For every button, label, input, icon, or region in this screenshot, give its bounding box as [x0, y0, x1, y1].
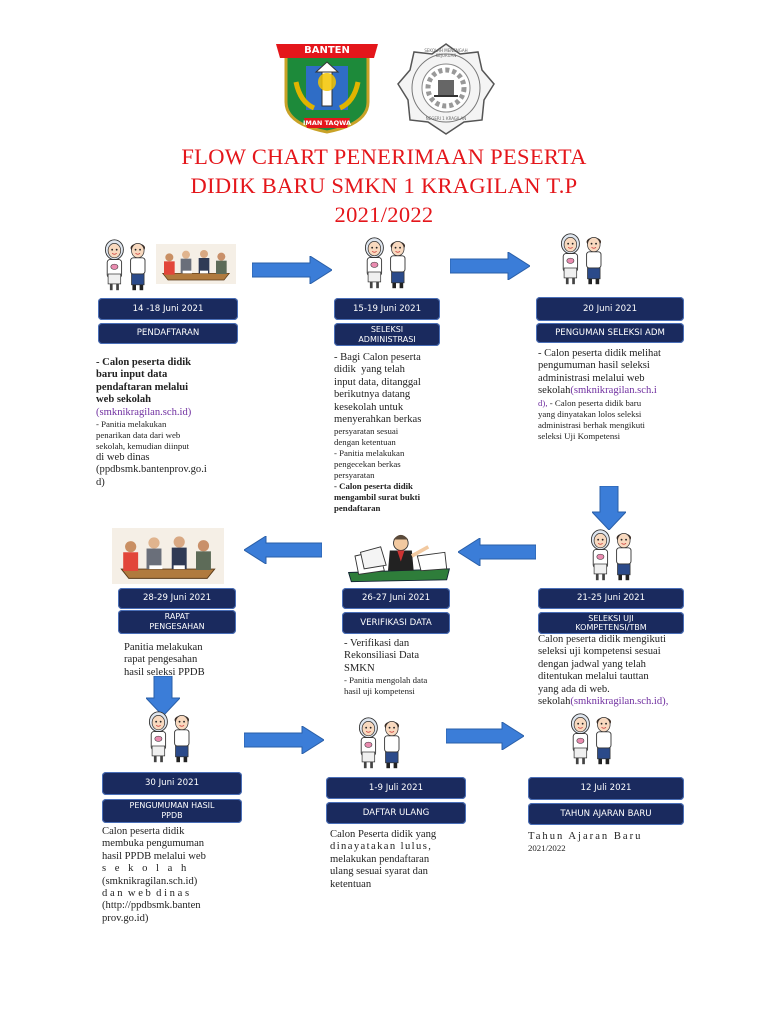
students-illustration	[566, 712, 620, 766]
step-9-date: 12 Juli 2021	[528, 777, 684, 800]
step-5-label: VERIFIKASI DATA	[342, 612, 450, 634]
step-9-label: TAHUN AJARAN BARU	[528, 803, 684, 825]
step-3-date: 20 Juni 2021	[536, 297, 684, 321]
arrow-down-icon	[592, 486, 626, 530]
step-2-date: 15-19 Juni 2021	[334, 298, 440, 320]
students-illustration	[100, 238, 154, 292]
step-5-description: - Verifikasi dan Rekonsiliasi Data SMKN …	[344, 638, 428, 697]
step-3-label: PENGUMAN SELEKSI ADM	[536, 323, 684, 343]
arrow-left-icon	[244, 536, 322, 564]
desk-illustration	[344, 528, 454, 584]
students-illustration	[360, 236, 414, 290]
step-1-description: - Calon peserta didik baru input data pe…	[96, 357, 207, 488]
title-line-1: FLOW CHART PENERIMAAN PESERTA	[181, 144, 587, 169]
school-logo: SEKOLAH MENENGAH KEJURUAN NEGERI 1 KRAGI…	[396, 40, 496, 136]
step-1-date: 14 -18 Juni 2021	[98, 298, 238, 320]
step-9-description: Tahun Ajaran Baru 2021/2022	[528, 831, 643, 854]
step-8-description: Calon Peserta didik yang dinayatakan lul…	[330, 829, 437, 890]
title-line-3: 2021/2022	[334, 202, 434, 227]
arrow-right-icon	[252, 256, 332, 284]
students-illustration	[144, 710, 198, 764]
arrow-right-icon	[244, 726, 324, 754]
arrow-right-icon	[450, 252, 530, 280]
banten-banner-text: BANTEN	[304, 45, 350, 56]
step-8-date: 1-9 Juli 2021	[326, 777, 466, 799]
step-6-date: 28-29 Juni 2021	[118, 588, 236, 609]
arrow-left-icon	[458, 538, 536, 566]
school-bottom-text: NEGERI 1 KRAGILAN	[425, 116, 467, 121]
step-1-label: PENDAFTARAN	[98, 323, 238, 344]
meeting-illustration	[106, 528, 230, 584]
page-title: FLOW CHART PENERIMAAN PESERTA DIDIK BARU…	[0, 142, 768, 229]
step-3-description: - Calon peserta didik melihat pengumuman…	[538, 348, 661, 441]
step-5-date: 26-27 Juni 2021	[342, 588, 450, 609]
step-8-label: DAFTAR ULANG	[326, 802, 466, 824]
title-line-2: DIDIK BARU SMKN 1 KRAGILAN T.P	[190, 173, 578, 198]
step-4-date: 21-25 Juni 2021	[538, 588, 684, 609]
students-illustration	[586, 528, 640, 582]
step-2-description: - Bagi Calon peserta didik yang telah in…	[334, 352, 422, 514]
step-7-date: 30 Juni 2021	[102, 772, 242, 795]
students-illustration	[354, 716, 408, 770]
step-7-description: Calon peserta didik membuka pengumuman h…	[102, 826, 206, 924]
school-ring-text: SEKOLAH MENENGAH KEJURUAN	[424, 48, 468, 58]
students-illustration	[556, 232, 610, 286]
banten-logo: BANTEN IMAN TAQWA	[270, 42, 384, 134]
arrow-down-icon	[146, 676, 180, 716]
step-4-description: Calon peserta didik mengikuti seleksi uj…	[538, 634, 669, 708]
meeting-illustration	[156, 240, 236, 288]
banten-motto-text: IMAN TAQWA	[302, 119, 351, 127]
arrow-right-icon	[446, 722, 524, 750]
step-6-description: Panitia melakukan rapat pengesahan hasil…	[124, 642, 205, 678]
